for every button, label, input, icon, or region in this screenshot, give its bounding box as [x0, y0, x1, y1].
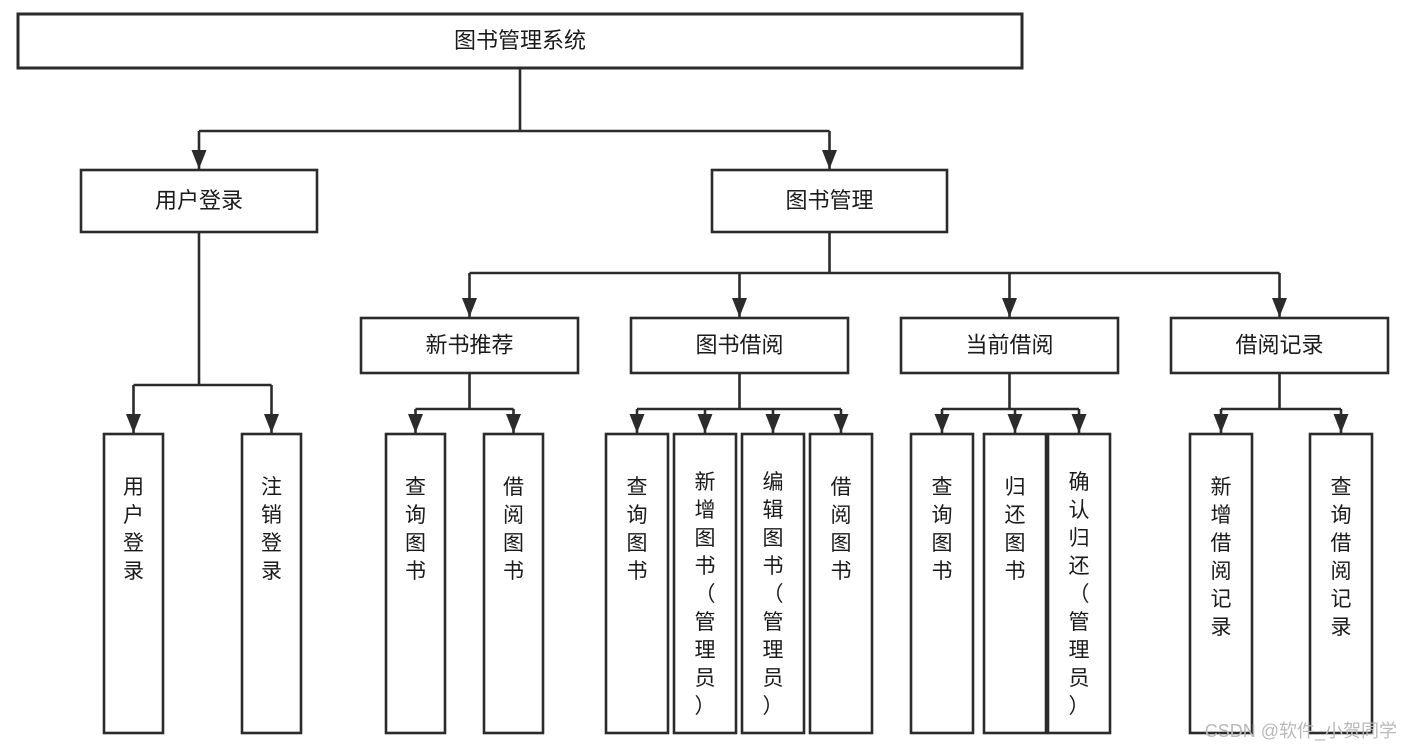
node-leaf-确认归还管理员[interactable]: 确认归还（管理员）	[1046, 432, 1112, 735]
node-label: 图书管理系统	[454, 28, 586, 53]
node-box-rect	[1188, 432, 1254, 735]
node-leaf-查询图书[interactable]: 查询图书	[909, 432, 975, 735]
node-leaf-借阅图书[interactable]: 借阅图书	[482, 432, 545, 735]
node-label: 查询图书	[932, 476, 953, 583]
node-label: 图书管理	[785, 188, 873, 213]
node-label: 注销登录	[261, 476, 282, 583]
edge-当前借阅-to-leaves-arrow-2	[1071, 414, 1087, 433]
node-leaf-借阅图书[interactable]: 借阅图书	[808, 432, 874, 735]
node-root-图书管理系统[interactable]: 图书管理系统	[16, 12, 1024, 70]
node-label: 新增借阅记录	[1211, 476, 1232, 639]
node-leaf-新增图书管理员[interactable]: 新增图书（管理员）	[672, 432, 738, 735]
node-box-rect	[740, 432, 806, 735]
edge-root-to-level1-arrow-0	[191, 150, 207, 169]
node-box-rect	[1308, 432, 1374, 735]
node-label: 当前借阅	[965, 332, 1053, 357]
node-box-rect	[79, 168, 319, 234]
node-label: 编辑图书（管理员）	[763, 471, 784, 718]
node-box-rect	[808, 432, 874, 735]
edge-新书推荐-to-leaves-arrow-1	[506, 414, 521, 433]
node-level2-新书推荐[interactable]: 新书推荐	[359, 316, 580, 375]
node-box-rect	[982, 432, 1048, 735]
node-label: 查询借阅记录	[1331, 476, 1352, 639]
connectors-layer	[126, 68, 1349, 433]
node-box-rect	[482, 432, 545, 735]
node-box-rect	[672, 432, 738, 735]
node-level2-借阅记录[interactable]: 借阅记录	[1169, 316, 1390, 375]
edge-root-to-level1-arrow-1	[822, 150, 837, 169]
node-label: 借阅图书	[831, 476, 852, 583]
node-level2-当前借阅[interactable]: 当前借阅	[899, 316, 1120, 375]
node-leaf-归还图书[interactable]: 归还图书	[982, 432, 1048, 735]
edge-图书借阅-to-leaves-arrow-2	[765, 414, 781, 433]
node-box-rect	[384, 432, 447, 735]
node-label: 查询图书	[405, 476, 426, 583]
node-box-rect	[604, 432, 670, 735]
node-box-rect	[710, 168, 949, 234]
edge-借阅记录-to-leaves-arrow-0	[1213, 414, 1229, 433]
node-box-rect	[102, 432, 165, 735]
edge-bookmgmt-to-level2-arrow-2	[1002, 298, 1017, 317]
edge-bookmgmt-to-level2-arrow-1	[732, 298, 747, 317]
node-label: 确认归还（管理员）	[1069, 471, 1090, 718]
node-leaf-查询图书[interactable]: 查询图书	[604, 432, 670, 735]
node-box-rect	[899, 316, 1120, 375]
node-label: 用户登录	[123, 476, 144, 583]
node-leaf-查询图书[interactable]: 查询图书	[384, 432, 447, 735]
node-label: 新增图书（管理员）	[695, 471, 716, 718]
node-box-rect	[629, 316, 850, 375]
boxes-layer: 图书管理系统用户登录图书管理新书推荐图书借阅当前借阅借阅记录用户登录注销登录查询…	[16, 12, 1390, 735]
edge-当前借阅-to-leaves-arrow-0	[934, 414, 950, 433]
node-level2-图书借阅[interactable]: 图书借阅	[629, 316, 850, 375]
node-label: 归还图书	[1005, 476, 1026, 583]
edge-图书借阅-to-leaves-arrow-3	[833, 414, 849, 433]
node-box-rect	[240, 432, 303, 735]
edge-bookmgmt-to-level2-arrow-3	[1272, 298, 1287, 317]
node-leaf-查询借阅记录[interactable]: 查询借阅记录	[1308, 432, 1374, 735]
node-box-rect	[359, 316, 580, 375]
node-leaf-注销登录[interactable]: 注销登录	[240, 432, 303, 735]
edge-新书推荐-to-leaves-arrow-0	[408, 414, 423, 433]
node-label: 新书推荐	[425, 332, 513, 357]
node-label: 图书借阅	[695, 332, 783, 357]
node-level1-用户登录[interactable]: 用户登录	[79, 168, 319, 234]
node-label: 借阅图书	[503, 476, 524, 583]
node-leaf-用户登录[interactable]: 用户登录	[102, 432, 165, 735]
node-leaf-编辑图书管理员[interactable]: 编辑图书（管理员）	[740, 432, 806, 735]
edge-userlogin-to-leaves-arrow-0	[126, 414, 141, 433]
node-label: 借阅记录	[1235, 332, 1323, 357]
node-label: 用户登录	[155, 188, 243, 213]
edge-当前借阅-to-leaves-arrow-1	[1007, 414, 1023, 433]
edge-bookmgmt-to-level2-arrow-0	[462, 298, 477, 317]
node-box-rect	[16, 12, 1024, 70]
edge-userlogin-to-leaves-arrow-1	[264, 414, 279, 433]
node-leaf-新增借阅记录[interactable]: 新增借阅记录	[1188, 432, 1254, 735]
node-box-rect	[1169, 316, 1390, 375]
edge-图书借阅-to-leaves-arrow-0	[629, 414, 645, 433]
csdn-watermark: CSDN @软件_小贺同学	[1204, 721, 1397, 741]
node-box-rect	[1046, 432, 1112, 735]
edge-图书借阅-to-leaves-arrow-1	[697, 414, 713, 433]
node-label: 查询图书	[627, 476, 648, 583]
node-box-rect	[909, 432, 975, 735]
node-level1-图书管理[interactable]: 图书管理	[710, 168, 949, 234]
edge-借阅记录-to-leaves-arrow-1	[1333, 414, 1349, 433]
